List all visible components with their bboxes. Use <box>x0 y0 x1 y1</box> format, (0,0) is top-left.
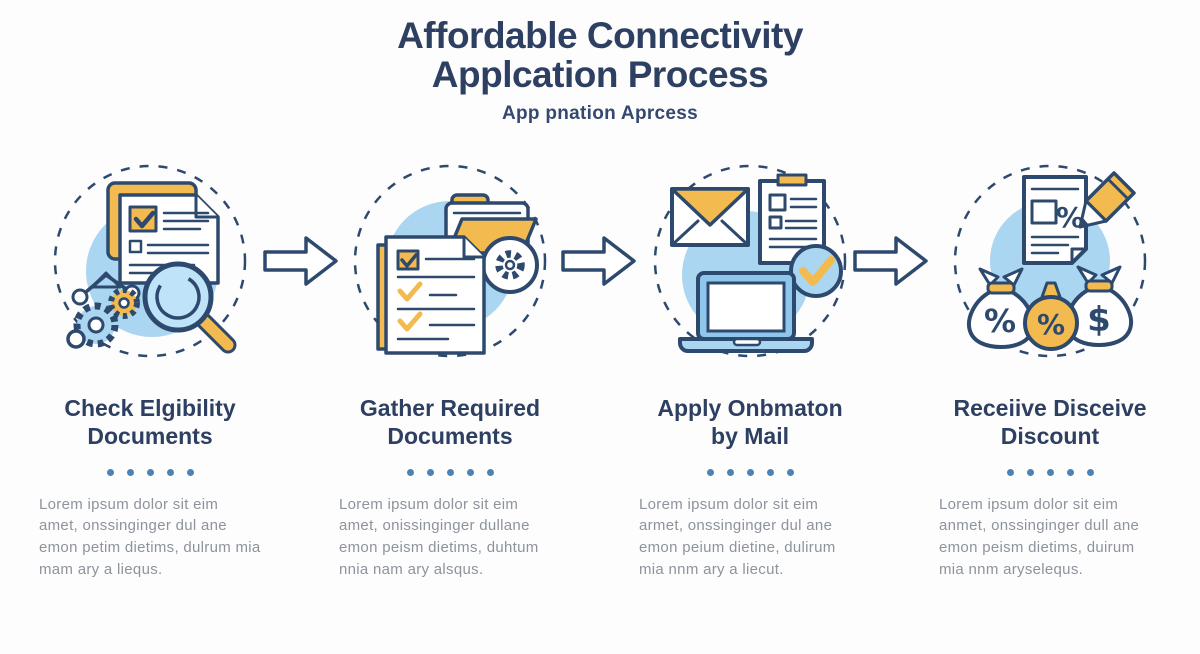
folder-checklist-gear-icon <box>353 165 547 358</box>
money-bags-discount-icon: % % $ % <box>953 165 1147 358</box>
right-arrow-icon <box>561 236 636 287</box>
dots-separator <box>900 468 1200 476</box>
step2-description: Lorem ipsum dolor sit eim amet, onissing… <box>339 495 539 578</box>
page-subtitle: App pnation Aprcess <box>501 103 699 125</box>
right-arrow-icon <box>853 236 928 287</box>
document-search-gears-icon <box>53 165 247 358</box>
step-gather-documents: Gather Required Documents Lorem ipsum do… <box>300 157 600 580</box>
step-receive-discount: % % $ % <box>900 157 1200 580</box>
step1-icon-wrap <box>0 157 300 365</box>
page-title: Affordable Connectivity Applcation Proce… <box>0 16 1200 94</box>
right-arrow-icon <box>263 236 338 287</box>
svg-text:$: $ <box>1087 300 1111 340</box>
step2-icon-wrap <box>300 157 600 365</box>
dots-separator <box>600 468 900 476</box>
step3-icon-wrap <box>600 157 900 365</box>
step1-title: Check Elgibility Documents <box>64 395 236 450</box>
step1-description: Lorem ipsum dolor sit eim amet, onssingi… <box>39 495 261 578</box>
infographic-header: Affordable Connectivity Applcation Proce… <box>0 0 1200 125</box>
step4-description: Lorem ipsum dolor sit eim anmet, onssing… <box>939 495 1140 578</box>
svg-text:%: % <box>984 302 1016 340</box>
step3-title: Apply Onbmaton by Mail <box>657 395 843 450</box>
step-apply-by-mail: Apply Onbmaton by Mail Lorem ipsum dolor… <box>600 157 900 580</box>
svg-text:%: % <box>1037 308 1065 341</box>
page-title-line1: Affordable Connectivity <box>397 15 803 56</box>
svg-text:%: % <box>1056 201 1084 234</box>
process-steps-row: Check Elgibility Documents Lorem ipsum d… <box>0 157 1200 580</box>
dots-separator <box>300 468 600 476</box>
page-title-line2: Applcation Process <box>431 54 769 96</box>
step4-title: Receiive Disceive Discount <box>953 395 1147 450</box>
dots-separator <box>0 468 300 476</box>
step-check-eligibility: Check Elgibility Documents Lorem ipsum d… <box>0 157 300 580</box>
step4-icon-wrap: % % $ % <box>900 157 1200 365</box>
step3-description: Lorem ipsum dolor sit eim armet, onssing… <box>639 495 836 578</box>
envelope-laptop-checkmark-icon <box>653 165 847 358</box>
step2-title: Gather Required Documents <box>359 395 541 450</box>
